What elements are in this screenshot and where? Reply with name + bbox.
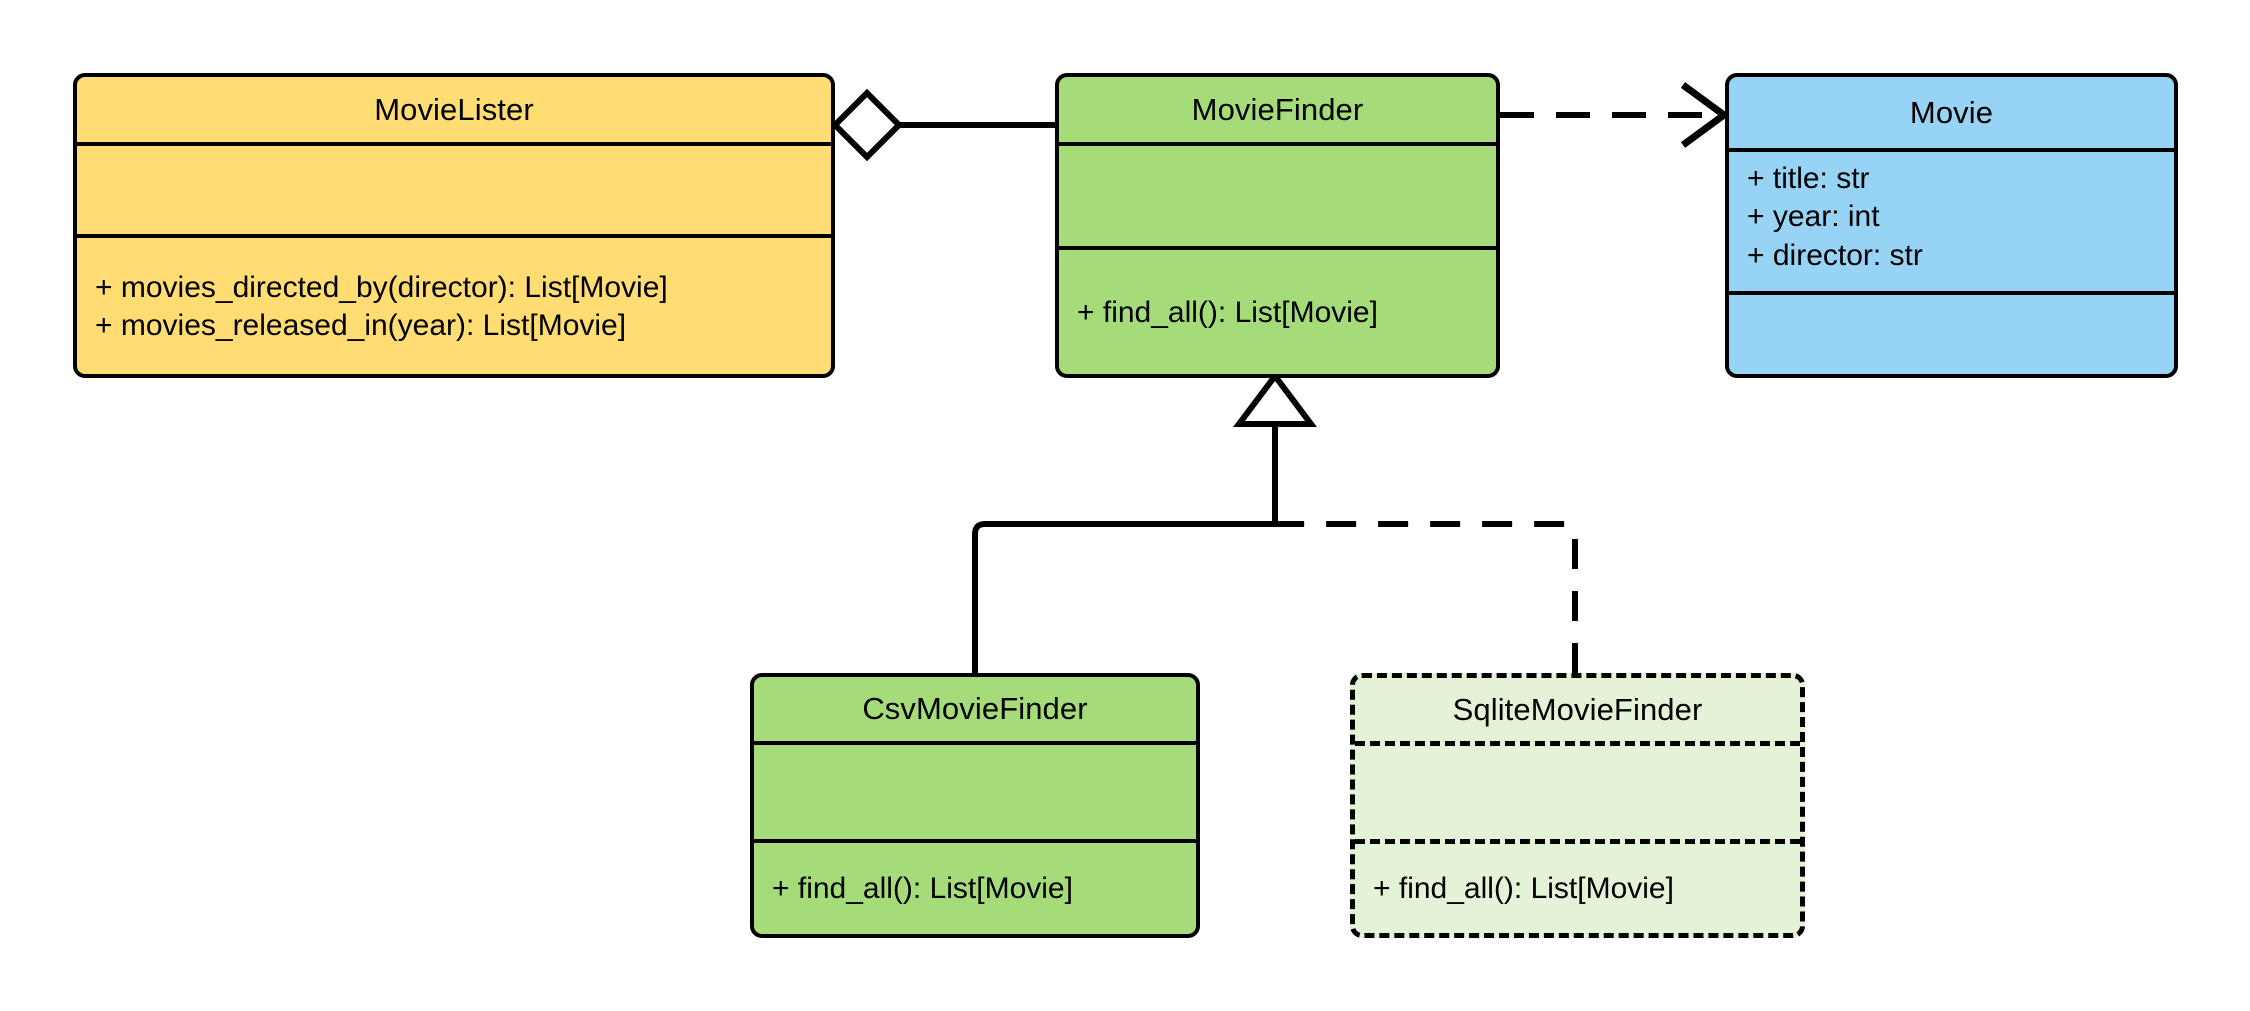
method-line: + movies_directed_by(director): List[Mov…	[95, 270, 668, 304]
generalization-line-dashed	[1275, 521, 1578, 673]
methods-compartment-movielister: + movies_directed_by(director): List[Mov…	[77, 234, 831, 374]
attribute-line: + title: str	[1747, 162, 1870, 195]
dependency-moviefinder-movie[interactable]	[1500, 82, 1730, 148]
generalization-sqlitemoviefinder-moviefinder[interactable]	[1275, 521, 1578, 673]
class-name-moviefinder: MovieFinder	[1191, 91, 1364, 127]
attribute-line: + year: int	[1747, 200, 1880, 234]
methods-compartment-moviefinder: + find_all(): List[Movie]	[1059, 246, 1496, 374]
attributes-compartment-movie: + title: str + year: int + director: str	[1729, 148, 2174, 291]
aggregation-movielister-moviefinder[interactable]	[830, 88, 1055, 162]
hollow-triangle-icon	[1233, 371, 1317, 427]
attributes-compartment-moviefinder	[1059, 142, 1496, 246]
attributes-compartment-csvmoviefinder	[754, 741, 1196, 839]
methods-compartment-movie	[1729, 291, 2174, 374]
class-node-movielister[interactable]: MovieLister + movies_directed_by(directo…	[73, 73, 835, 378]
generalization-csvmoviefinder-moviefinder[interactable]	[972, 424, 1278, 673]
class-name-sqlitemoviefinder: SqliteMovieFinder	[1452, 691, 1703, 727]
class-name-csvmoviefinder: CsvMovieFinder	[862, 691, 1088, 726]
methods-compartment-sqlitemoviefinder: + find_all(): List[Movie]	[1355, 839, 1800, 933]
method-line: + find_all(): List[Movie]	[772, 872, 1073, 906]
class-node-sqlitemoviefinder[interactable]: SqliteMovieFinder + find_all(): List[Mov…	[1350, 673, 1805, 938]
hollow-diamond-icon	[830, 88, 904, 162]
method-line: + find_all(): List[Movie]	[1373, 872, 1674, 906]
open-arrow-icon	[1680, 82, 1730, 148]
class-node-csvmoviefinder[interactable]: CsvMovieFinder + find_all(): List[Movie]	[750, 673, 1200, 938]
method-line: + find_all(): List[Movie]	[1077, 295, 1378, 329]
attributes-compartment-movielister	[77, 142, 831, 234]
attribute-line: + director: str	[1747, 238, 1923, 272]
class-node-movie[interactable]: Movie + title: str + year: int + directo…	[1725, 73, 2178, 378]
attributes-compartment-sqlitemoviefinder	[1355, 741, 1800, 839]
class-node-moviefinder[interactable]: MovieFinder + find_all(): List[Movie]	[1055, 73, 1500, 378]
method-line: + movies_released_in(year): List[Movie]	[95, 309, 627, 342]
generalization-line-solid	[972, 424, 1278, 673]
class-name-movielister: MovieLister	[374, 91, 534, 127]
class-name-movie: Movie	[1909, 94, 1994, 130]
methods-compartment-csvmoviefinder: + find_all(): List[Movie]	[754, 839, 1196, 934]
